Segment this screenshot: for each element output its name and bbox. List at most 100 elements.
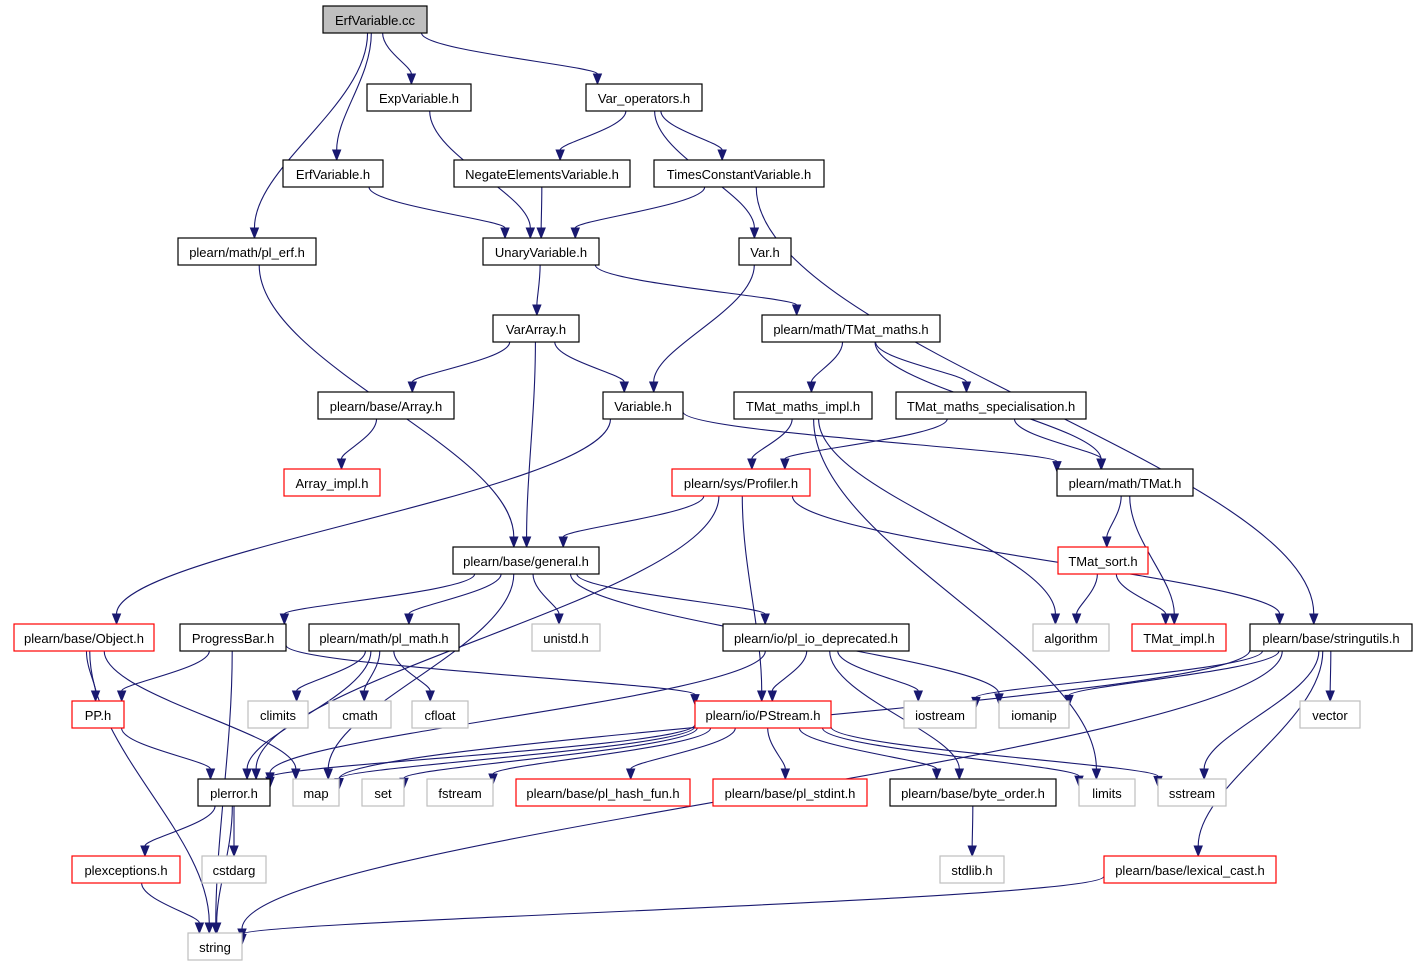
edge-general-to-progressbar: [283, 573, 476, 615]
node-array_impl[interactable]: Array_impl.h: [283, 468, 381, 497]
node-vararray[interactable]: VarArray.h: [492, 314, 580, 343]
node-var_operators[interactable]: Var_operators.h: [585, 83, 703, 112]
edge-pstream-to-pl_stdint: [767, 727, 786, 770]
edge-unaryvariable-to-vararray: [536, 264, 541, 306]
node-variable_h[interactable]: Variable.h: [602, 391, 684, 420]
arrowhead-var_operators-to-var_h: [749, 227, 760, 240]
node-tmat_sort[interactable]: TMat_sort.h: [1057, 546, 1149, 575]
edge-root-to-var_operators: [421, 32, 598, 75]
edge-pl_math-to-climits: [296, 650, 366, 692]
edge-negate-to-unaryvariable: [540, 186, 543, 229]
node-box-vector: [1299, 700, 1361, 729]
arrowhead-stringutils-to-lexical_cast: [1193, 845, 1203, 858]
node-box-base_array: [317, 391, 455, 420]
node-pp_h[interactable]: PP.h: [71, 700, 125, 729]
node-label-fstream: fstream: [438, 786, 481, 801]
arrowhead-general-to-iomanip: [994, 693, 1004, 706]
edge-object_h-to-map: [103, 650, 297, 770]
node-erfvariable_h[interactable]: ErfVariable.h: [282, 159, 384, 188]
node-tmat_h[interactable]: plearn/math/TMat.h: [1056, 468, 1194, 497]
arrowhead-pl_math-to-cfloat: [425, 690, 435, 703]
node-tmat_maths[interactable]: plearn/math/TMat_maths.h: [761, 314, 941, 343]
node-label-pp_h: PP.h: [85, 708, 112, 723]
edge-var_operators-to-negate: [559, 110, 627, 151]
node-box-sstream: [1157, 778, 1227, 807]
arrowhead-vararray-to-base_array: [407, 381, 418, 394]
node-box-byte_order: [889, 778, 1057, 807]
node-box-pl_math: [308, 623, 460, 652]
edge-tmat_sort-to-algorithm: [1076, 573, 1098, 615]
arrowhead-stringutils-to-vector: [1325, 690, 1335, 703]
edge-timesconst-to-unaryvariable: [574, 186, 706, 229]
arrowhead-general-to-progressbar: [279, 613, 290, 626]
node-label-tmat_maths_impl: TMat_maths_impl.h: [746, 399, 860, 414]
node-label-variable_h: Variable.h: [614, 399, 672, 414]
node-label-climits: climits: [260, 708, 297, 723]
node-pl_io_dep[interactable]: plearn/io/pl_io_deprecated.h: [722, 623, 910, 652]
arrowhead-variable_h-to-tmat_h: [1052, 461, 1062, 473]
node-cfloat: cfloat: [411, 700, 469, 729]
node-pl_stdint[interactable]: plearn/base/pl_stdint.h: [712, 778, 868, 807]
node-tmat_maths_impl[interactable]: TMat_maths_impl.h: [733, 391, 873, 420]
node-label-algorithm: algorithm: [1044, 631, 1097, 646]
node-var_h[interactable]: Var.h: [738, 237, 792, 266]
arrowhead-tmat_maths_impl-to-profiler: [747, 458, 757, 471]
node-general[interactable]: plearn/base/general.h: [452, 546, 600, 575]
node-timesconst[interactable]: TimesConstantVariable.h: [653, 159, 825, 188]
node-box-plexceptions: [71, 855, 181, 884]
edge-pstream-to-fstream: [492, 727, 712, 775]
edge-tmat_maths-to-tmat_maths_spec: [874, 341, 968, 383]
edge-pstream-to-pl_hash_fun: [630, 727, 736, 770]
edge-tmat_maths_spec-to-tmat_h: [1013, 418, 1103, 460]
arrowhead-pstream-to-byte_order: [931, 768, 942, 781]
arrowhead-general-to-pl_io_dep: [760, 613, 770, 626]
node-progressbar[interactable]: ProgressBar.h: [179, 623, 287, 652]
arrowhead-pl_erf-to-general: [509, 536, 519, 549]
node-iostream: iostream: [903, 700, 977, 729]
node-base_array[interactable]: plearn/base/Array.h: [317, 391, 455, 420]
node-label-stdlib: stdlib.h: [951, 863, 992, 878]
node-climits: climits: [247, 700, 309, 729]
node-tmat_impl[interactable]: TMat_impl.h: [1131, 623, 1227, 652]
node-root[interactable]: ErfVariable.cc: [322, 5, 428, 34]
arrowhead-general-to-unistd: [554, 613, 564, 626]
node-stringutils[interactable]: plearn/base/stringutils.h: [1249, 623, 1413, 652]
node-negate[interactable]: NegateElementsVariable.h: [453, 159, 631, 188]
edge-general-to-pl_io_dep: [576, 573, 766, 615]
node-profiler[interactable]: plearn/sys/Profiler.h: [671, 468, 811, 497]
node-tmat_maths_spec[interactable]: TMat_maths_specialisation.h: [895, 391, 1087, 420]
arrowhead-general-to-pl_math: [404, 613, 414, 626]
node-pstream[interactable]: plearn/io/PStream.h: [694, 700, 832, 729]
node-pl_erf[interactable]: plearn/math/pl_erf.h: [177, 237, 317, 266]
node-box-var_operators: [585, 83, 703, 112]
node-plexceptions[interactable]: plexceptions.h: [71, 855, 181, 884]
node-pl_math[interactable]: plearn/math/pl_math.h: [308, 623, 460, 652]
edge-profiler-to-general: [562, 495, 705, 538]
edge-general-to-map: [327, 573, 515, 770]
node-expvariable[interactable]: ExpVariable.h: [366, 83, 472, 112]
arrowhead-expvariable-to-unaryvariable: [525, 227, 536, 240]
arrowhead-stringutils-to-sstream: [1199, 768, 1209, 781]
node-box-limits: [1078, 778, 1136, 807]
edge-pstream-to-map: [338, 725, 696, 780]
edge-general-to-pl_math: [408, 573, 502, 615]
node-box-object_h: [13, 623, 155, 652]
node-byte_order[interactable]: plearn/base/byte_order.h: [889, 778, 1057, 807]
arrowhead-root-to-erfvariable_h: [331, 149, 342, 162]
node-lexical_cast[interactable]: plearn/base/lexical_cast.h: [1103, 855, 1277, 884]
arrowhead-root-to-var_operators: [592, 73, 603, 86]
arrowhead-pl_math-to-plerror: [242, 768, 252, 781]
node-box-tmat_h: [1056, 468, 1194, 497]
node-pl_hash_fun[interactable]: plearn/base/pl_hash_fun.h: [515, 778, 691, 807]
node-box-negate: [453, 159, 631, 188]
node-plerror[interactable]: plerror.h: [197, 778, 271, 807]
arrowhead-tmat_sort-to-tmat_impl: [1160, 613, 1171, 626]
node-label-set: set: [374, 786, 392, 801]
node-unaryvariable[interactable]: UnaryVariable.h: [482, 237, 600, 266]
node-label-pstream: plearn/io/PStream.h: [706, 708, 821, 723]
edge-pl_io_dep-to-iostream: [837, 650, 919, 692]
node-label-pl_math: plearn/math/pl_math.h: [319, 631, 448, 646]
node-label-pl_stdint: plearn/base/pl_stdint.h: [725, 786, 856, 801]
node-object_h[interactable]: plearn/base/Object.h: [13, 623, 155, 652]
edge-profiler-to-stringutils: [791, 495, 1281, 615]
